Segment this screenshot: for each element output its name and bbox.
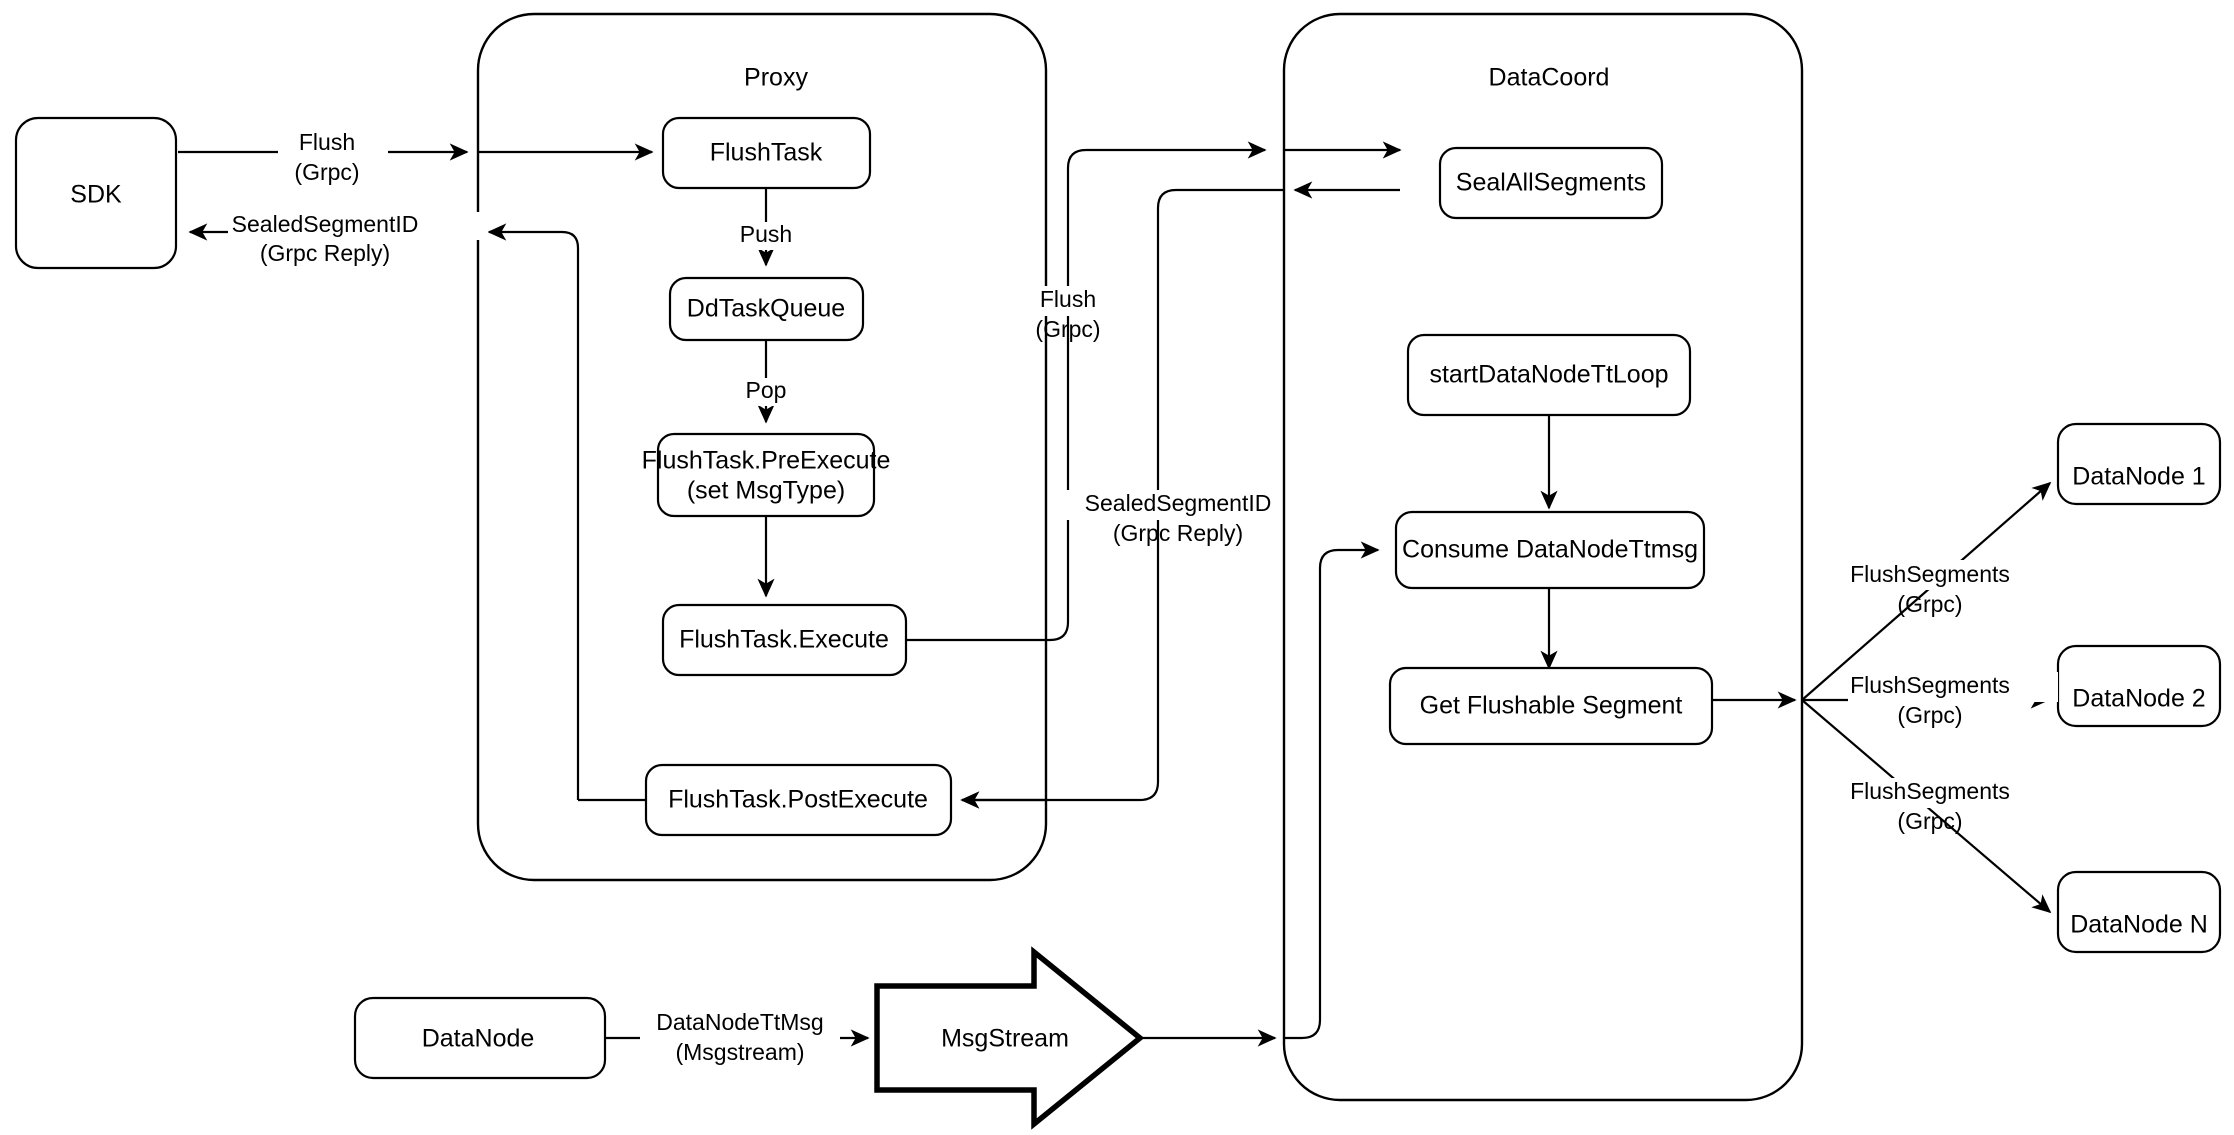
- node-datanode-n[interactable]: DataNode N: [2056, 870, 2222, 954]
- edge-label-flushsegments-n-line1: FlushSegments: [1850, 778, 2010, 804]
- node-datanode-bottom-rect: [353, 996, 607, 1080]
- node-datanode-bottom[interactable]: DataNode: [353, 996, 607, 1080]
- proxy-group-title: Proxy: [744, 64, 808, 92]
- edge-postexecute-to-sdk-reply: [487, 223, 580, 800]
- edge-label-flushsegments-1-line2: (Grpc): [1897, 591, 1962, 617]
- node-seal-all-segments-rect: [1438, 146, 1664, 220]
- node-flush-task-rect: [661, 116, 872, 190]
- node-flushtask-preexecute-rect: [656, 432, 876, 518]
- edge-label-datanode-ttmsg-line1: DataNodeTtMsg: [656, 1009, 823, 1035]
- edge-label-sdk-to-proxy: Flush (Grpc): [278, 128, 388, 185]
- node-datanode-2[interactable]: DataNode 2: [2056, 644, 2222, 728]
- edge-label-flushsegments-n-line2: (Grpc): [1897, 808, 1962, 834]
- node-start-datanode-tt-loop-label: startDataNodeTtLoop: [1429, 361, 1668, 389]
- edge-label-pop: Pop: [734, 377, 798, 406]
- node-datanode-1-label: DataNode 1: [2072, 463, 2205, 491]
- datacoord-group-title: DataCoord: [1489, 64, 1610, 92]
- node-get-flushable-segment-rect: [1388, 666, 1714, 746]
- node-get-flushable-segment-label: Get Flushable Segment: [1420, 692, 1683, 720]
- node-get-flushable-segment[interactable]: Get Flushable Segment: [1388, 666, 1714, 746]
- edge-label-flushsegments-2-line1: FlushSegments: [1850, 672, 2010, 698]
- node-start-datanode-tt-loop-rect: [1406, 333, 1692, 417]
- edge-label-flushsegments-1: FlushSegments (Grpc): [1848, 560, 2058, 617]
- edge-label-proxy-to-sdk: SealedSegmentID (Grpc Reply): [228, 211, 488, 266]
- node-flushtask-preexecute-label-line1: FlushTask.PreExecute: [642, 447, 891, 475]
- edge-label-datanode-ttmsg: DataNodeTtMsg (Msgstream): [640, 1009, 840, 1065]
- edge-label-coord-flush-line1: Flush: [1040, 286, 1096, 312]
- node-consume-datanode-ttmsg-label: Consume DataNodeTtmsg: [1402, 536, 1698, 564]
- edge-label-datanode-ttmsg-line2: (Msgstream): [675, 1039, 804, 1065]
- edge-label-coord-to-proxy: SealedSegmentID (Grpc Reply): [1058, 490, 1271, 546]
- node-datanode-1-rect: [2056, 422, 2222, 506]
- edge-execute-to-sealallsegments: [906, 141, 1267, 642]
- edge-label-flush-grpc-line2: (Grpc): [294, 159, 359, 185]
- node-seal-all-segments[interactable]: SealAllSegments: [1438, 146, 1664, 220]
- node-datanode-n-label: DataNode N: [2070, 911, 2208, 939]
- node-flushtask-execute-rect: [661, 603, 908, 677]
- edge-label-proxy-to-coord: Flush (Grpc): [1018, 286, 1118, 342]
- edge-label-pop-text: Pop: [746, 377, 787, 403]
- node-datanode-1[interactable]: DataNode 1: [2056, 422, 2222, 506]
- edge-label-flushsegments-2-line2: (Grpc): [1897, 702, 1962, 728]
- node-flushtask-execute[interactable]: FlushTask.Execute: [661, 603, 908, 677]
- edge-datacoord-border-to-consume: [1284, 541, 1380, 1040]
- node-consume-datanode-ttmsg[interactable]: Consume DataNodeTtmsg: [1394, 510, 1706, 590]
- node-flushtask-preexecute-label-line2: (set MsgType): [687, 477, 845, 505]
- edge-label-flushsegments-1-line1: FlushSegments: [1850, 561, 2010, 587]
- node-datanode-n-rect: [2056, 870, 2222, 954]
- node-sdk[interactable]: SDK: [14, 116, 178, 270]
- node-dd-task-queue[interactable]: DdTaskQueue: [668, 276, 865, 342]
- edge-label-flushsegments-n: FlushSegments (Grpc): [1848, 778, 2058, 834]
- node-flushtask-postexecute-label: FlushTask.PostExecute: [668, 786, 928, 814]
- node-flushtask-execute-label: FlushTask.Execute: [679, 626, 889, 654]
- node-flushtask-postexecute[interactable]: FlushTask.PostExecute: [644, 763, 953, 837]
- node-seal-all-segments-label: SealAllSegments: [1456, 169, 1646, 197]
- node-sdk-rect: [14, 116, 178, 270]
- node-start-datanode-tt-loop[interactable]: startDataNodeTtLoop: [1406, 333, 1692, 417]
- edge-label-flush-grpc-line1: Flush: [299, 129, 355, 155]
- edge-junction-to-datanode-1: [1801, 481, 2052, 701]
- node-datanode-bottom-label: DataNode: [422, 1025, 535, 1053]
- node-datanode-2-label: DataNode 2: [2072, 685, 2205, 713]
- edge-label-flushsegments-2: FlushSegments (Grpc): [1848, 672, 2058, 728]
- edge-label-sealedsegmentid-line2: (Grpc Reply): [260, 240, 390, 266]
- node-sdk-label: SDK: [70, 181, 122, 209]
- node-dd-task-queue-label: DdTaskQueue: [687, 295, 845, 323]
- edge-label-coord-flush-line2: (Grpc): [1035, 316, 1100, 342]
- node-msgstream[interactable]: MsgStream: [874, 946, 1145, 1130]
- edge-label-push: Push: [728, 221, 804, 250]
- edge-label-coord-reply-line1: SealedSegmentID: [1085, 490, 1272, 516]
- node-dd-task-queue-rect: [668, 276, 865, 342]
- edge-label-sealedsegmentid-line1: SealedSegmentID: [232, 211, 419, 237]
- node-flush-task-label: FlushTask: [710, 139, 823, 167]
- node-flush-task[interactable]: FlushTask: [661, 116, 872, 190]
- node-flushtask-postexecute-rect: [644, 763, 953, 837]
- node-consume-datanode-ttmsg-rect: [1394, 510, 1706, 590]
- edge-label-coord-reply-line2: (Grpc Reply): [1113, 520, 1243, 546]
- node-flushtask-preexecute[interactable]: FlushTask.PreExecute (set MsgType): [642, 432, 891, 518]
- edge-label-push-text: Push: [740, 221, 792, 247]
- node-msgstream-arrow-shape: [874, 946, 1145, 1130]
- node-msgstream-label: MsgStream: [941, 1025, 1069, 1053]
